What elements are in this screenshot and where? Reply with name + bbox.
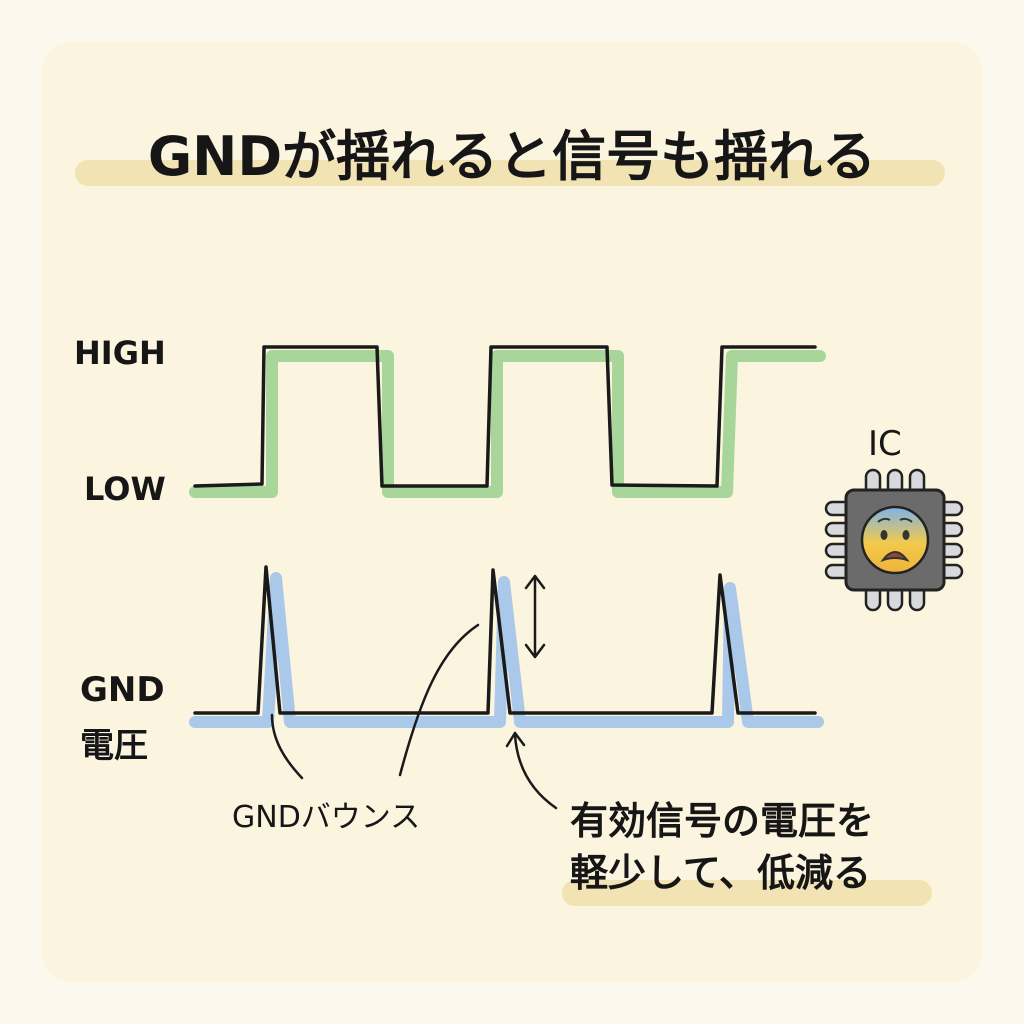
- bounce-pointer-1: [270, 713, 304, 780]
- note-highlight: [562, 880, 932, 906]
- gnd-waveform: [193, 565, 817, 715]
- gnd-label: GND: [80, 670, 165, 710]
- gnd-voltage-label: 電圧: [80, 726, 148, 766]
- gnd-bounce-label: GNDバウンス: [232, 800, 421, 835]
- ic-label: IC: [868, 424, 902, 464]
- diagram-card: [42, 42, 982, 982]
- note-arrow-icon: [505, 731, 558, 810]
- page-title: GNDが揺れると信号も揺れる: [147, 125, 877, 188]
- high-label: HIGH: [74, 334, 166, 372]
- signal-shadow: [189, 350, 826, 498]
- title-highlight: [75, 160, 945, 186]
- amplitude-arrow-icon: [524, 574, 546, 659]
- signal-waveform: [193, 345, 817, 488]
- note-line-1: 有効信号の電圧を: [570, 799, 875, 843]
- worried-ic-chip-icon: [824, 468, 964, 612]
- low-label: LOW: [84, 470, 166, 508]
- note-line-2: 軽少して、低減る: [570, 851, 871, 895]
- bounce-pointer-2: [398, 623, 480, 777]
